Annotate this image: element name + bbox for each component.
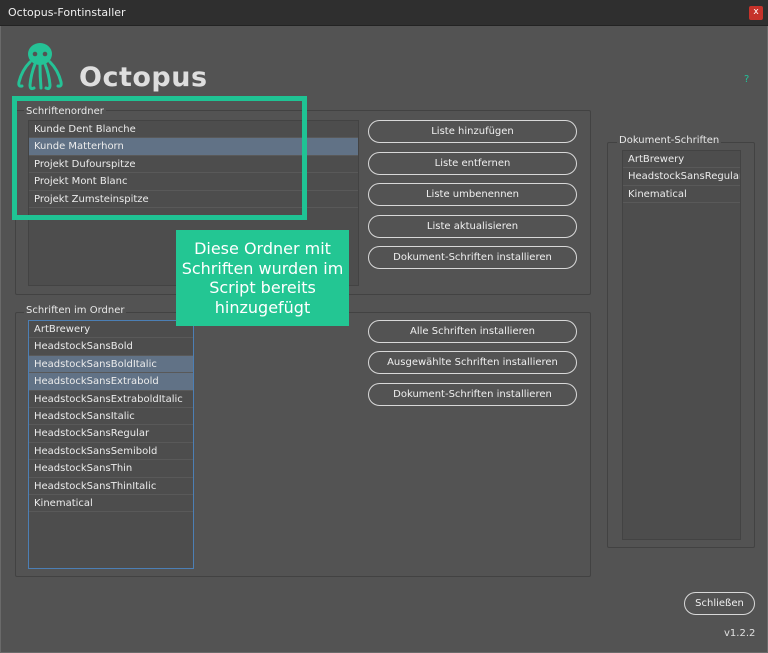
font-list-item[interactable]: HeadstockSansExtraboldItalic (29, 391, 193, 408)
font-list-item[interactable]: HeadstockSansThinItalic (29, 478, 193, 495)
font-list-item[interactable]: HeadstockSansSemibold (29, 443, 193, 461)
font-list-item[interactable]: Kinematical (29, 495, 193, 513)
folder-list-item[interactable]: Kunde Dent Blanche (29, 121, 358, 139)
remove-list-button[interactable]: Liste entfernen (368, 152, 577, 175)
help-button[interactable]: ? (744, 74, 750, 85)
folders-label: Schriftenordner (24, 106, 106, 117)
fonts-label: Schriften im Ordner (24, 305, 127, 316)
font-list-item[interactable]: HeadstockSansThin (29, 460, 193, 478)
rename-list-button[interactable]: Liste umbenennen (368, 183, 577, 206)
app-name: Octopus (79, 62, 208, 93)
folder-list-item[interactable]: Kunde Matterhorn (29, 138, 358, 156)
font-list-item[interactable]: HeadstockSansBoldItalic (29, 355, 193, 374)
font-list-item[interactable]: HeadstockSansItalic (29, 408, 193, 426)
folder-list-item[interactable]: Projekt Mont Blanc (29, 173, 358, 191)
install-document-fonts-button-2[interactable]: Dokument-Schriften installieren (368, 383, 577, 406)
font-list-item[interactable]: HeadstockSansBold (29, 338, 193, 356)
document-font-list-item[interactable]: HeadstockSansRegular (623, 168, 740, 186)
document-font-list-item[interactable]: Kinematical (623, 186, 740, 204)
font-list-item[interactable]: HeadstockSansExtrabold (29, 373, 193, 391)
annotation-callout: Diese Ordner mit Schriften wurden im Scr… (176, 230, 349, 326)
document-fonts-label: Dokument-Schriften (617, 135, 722, 146)
add-list-button[interactable]: Liste hinzufügen (368, 120, 577, 143)
window-title: Octopus-Fontinstaller (8, 6, 126, 19)
title-bar: Octopus-Fontinstaller x (0, 0, 768, 26)
octopus-logo-icon (17, 43, 63, 91)
font-list-item[interactable]: ArtBrewery (29, 321, 193, 339)
install-selected-fonts-button[interactable]: Ausgewählte Schriften installieren (368, 351, 577, 374)
annotation-highlight (12, 96, 307, 220)
close-button[interactable]: Schließen (684, 592, 755, 615)
font-list-item[interactable]: HeadstockSansRegular (29, 425, 193, 443)
folder-list-item[interactable]: Projekt Zumsteinspitze (29, 191, 358, 208)
document-font-list-item[interactable]: ArtBrewery (623, 151, 740, 169)
refresh-list-button[interactable]: Liste aktualisieren (368, 215, 577, 238)
version-label: v1.2.2 (724, 628, 756, 639)
folder-list-item[interactable]: Projekt Dufourspitze (29, 156, 358, 174)
install-document-fonts-button[interactable]: Dokument-Schriften installieren (368, 246, 577, 269)
close-window-button[interactable]: x (749, 6, 763, 20)
install-all-fonts-button[interactable]: Alle Schriften installieren (368, 320, 577, 343)
